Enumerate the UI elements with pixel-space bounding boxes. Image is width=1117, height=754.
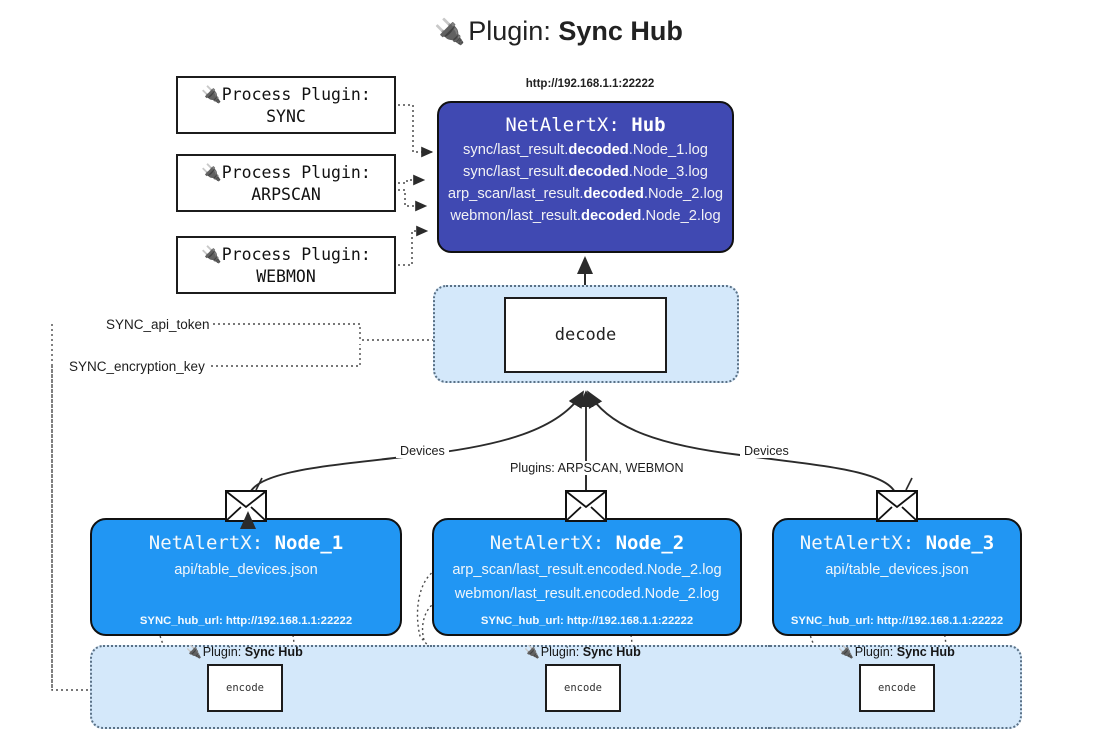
edge-label-devices-left: Devices [396,444,449,458]
node-1-title: NetAlertX: Node_1 [148,532,344,554]
hub-node-box[interactable]: NetAlertX: Hub sync/last_result.decoded.… [437,101,734,253]
node-box-node-2[interactable]: NetAlertX: Node_2 arp_scan/last_result.e… [432,518,742,636]
process-plugin-sync-line2: SYNC [266,106,306,126]
envelope-icon [876,490,918,522]
hub-log-line: webmon/last_result.decoded.Node_2.log [450,208,721,224]
process-plugin-sync-line1: 🔌Process Plugin: [201,85,371,104]
hub-log-line: arp_scan/last_result.decoded.Node_2.log [447,186,724,202]
node-1-line: api/table_devices.json [174,562,318,578]
page-title: 🔌Plugin: Sync Hub [0,16,1117,47]
sync-encryption-key-label: SYNC_encryption_key [66,359,208,374]
encode-plugin-label-node-1: 🔌Plugin: Sync Hub [186,645,303,659]
page-title-name: Sync Hub [558,16,683,46]
plug-icon: 🔌 [838,645,854,659]
encode-band-node-3 [770,645,1022,729]
encode-box-node-2[interactable]: encode [545,664,621,712]
node-box-node-1[interactable]: NetAlertX: Node_1 api/table_devices.json… [90,518,402,636]
hub-title: NetAlertX: Hub [505,114,666,136]
node-2-title: NetAlertX: Node_2 [489,532,685,554]
process-plugin-arpscan-line2: ARPSCAN [251,184,321,204]
process-plugin-arpscan[interactable]: 🔌Process Plugin: ARPSCAN [176,154,396,212]
node-1-hub-url: SYNC_hub_url: http://192.168.1.1:22222 [139,615,353,627]
plug-icon: 🔌 [434,18,465,46]
encode-plugin-label-node-3: 🔌Plugin: Sync Hub [838,645,955,659]
edge-label-devices-right: Devices [740,444,793,458]
envelope-icon [225,490,267,522]
hub-log-line: sync/last_result.decoded.Node_1.log [463,142,708,158]
page-title-prefix: Plugin: [468,16,559,46]
sync-api-token-label: SYNC_api_token [103,317,213,332]
plug-icon: 🔌 [201,85,222,104]
plug-icon: 🔌 [524,645,540,659]
node-3-line: api/table_devices.json [825,562,969,578]
node-3-hub-url: SYNC_hub_url: http://192.168.1.1:22222 [790,615,1004,627]
process-plugin-webmon-line1: 🔌Process Plugin: [201,245,371,264]
node-2-line: arp_scan/last_result.encoded.Node_2.log [452,562,722,578]
encode-box-node-1[interactable]: encode [207,664,283,712]
plug-icon: 🔌 [201,245,222,264]
process-plugin-webmon[interactable]: 🔌Process Plugin: WEBMON [176,236,396,294]
node-2-hub-url: SYNC_hub_url: http://192.168.1.1:22222 [480,615,694,627]
node-3-title: NetAlertX: Node_3 [799,532,995,554]
envelope-icon [565,490,607,522]
process-plugin-webmon-line2: WEBMON [256,266,316,286]
encode-plugin-label-node-2: 🔌Plugin: Sync Hub [524,645,641,659]
plug-icon: 🔌 [186,645,202,659]
hub-log-line: sync/last_result.decoded.Node_3.log [463,164,708,180]
node-box-node-3[interactable]: NetAlertX: Node_3 api/table_devices.json… [772,518,1022,636]
process-plugin-sync[interactable]: 🔌Process Plugin: SYNC [176,76,396,134]
node-2-line: webmon/last_result.encoded.Node_2.log [454,586,720,602]
encode-box-node-3[interactable]: encode [859,664,935,712]
hub-url-label: http://192.168.1.1:22222 [525,78,655,90]
edge-label-plugins: Plugins: ARPSCAN, WEBMON [506,461,688,475]
plug-icon: 🔌 [201,163,222,182]
process-plugin-arpscan-line1: 🔌Process Plugin: [201,163,371,182]
decode-box[interactable]: decode [504,297,667,373]
